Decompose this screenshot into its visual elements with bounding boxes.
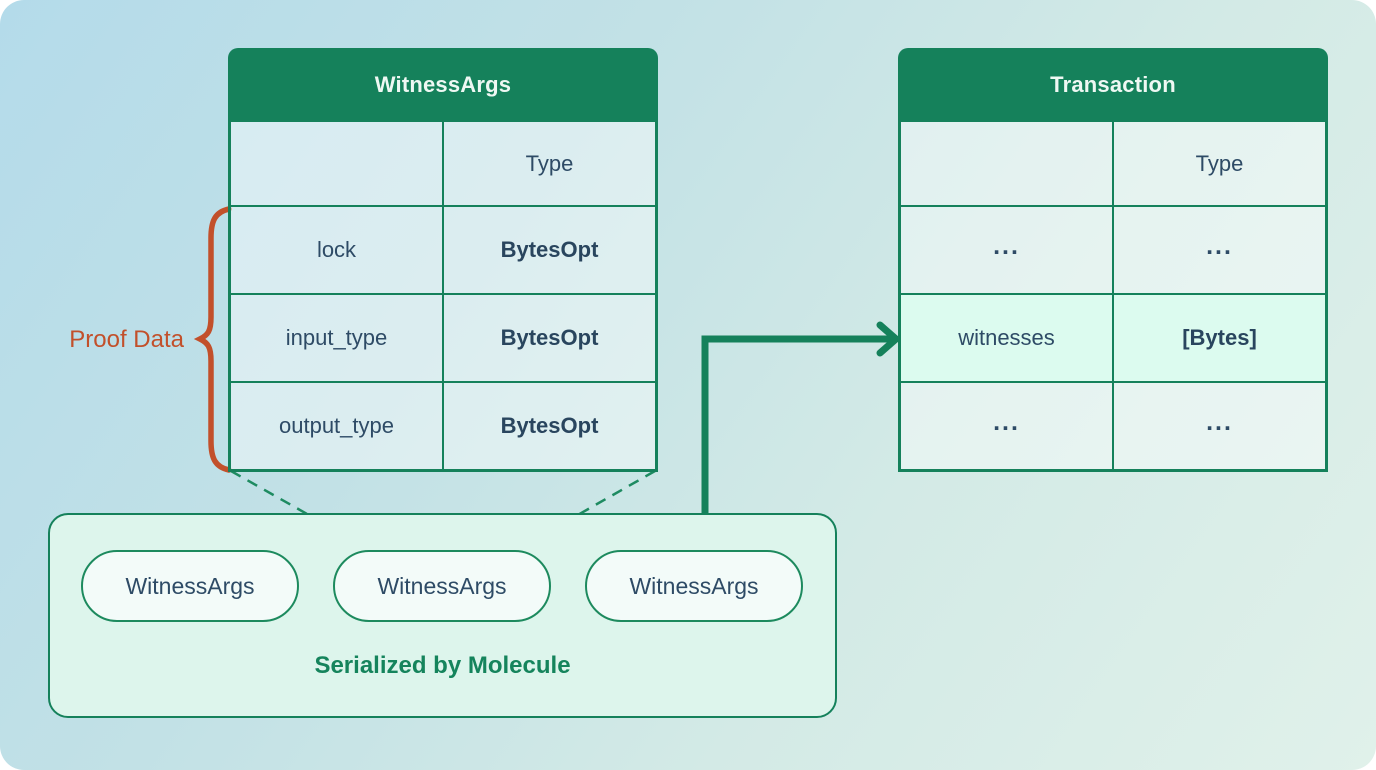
transaction-table-title: Transaction bbox=[898, 48, 1328, 121]
ellipsis-field-cell: ... bbox=[900, 382, 1113, 470]
witnesses-arrow-head bbox=[876, 321, 900, 357]
witness-args-pill: WitnessArgs bbox=[585, 550, 803, 622]
proof-data-brace bbox=[193, 206, 232, 473]
proof-data-label: Proof Data bbox=[69, 326, 184, 353]
witness-args-table-body: Type lock BytesOpt input_type BytesOpt o… bbox=[228, 121, 658, 472]
serialized-by-molecule-box: WitnessArgs WitnessArgs WitnessArgs Seri… bbox=[48, 513, 837, 718]
witness-args-pill: WitnessArgs bbox=[81, 550, 299, 622]
field-cell-witnesses: witnesses bbox=[900, 294, 1113, 382]
type-cell-witnesses: [Bytes] bbox=[1113, 294, 1326, 382]
transaction-table: Transaction Type ... ... witnesses [Byte… bbox=[898, 48, 1328, 472]
type-cell-lock: BytesOpt bbox=[443, 206, 656, 294]
type-column-header: Type bbox=[443, 121, 656, 206]
type-cell-output-type: BytesOpt bbox=[443, 382, 656, 470]
ellipsis-type-cell: ... bbox=[1113, 206, 1326, 294]
ellipsis-field-cell: ... bbox=[900, 206, 1113, 294]
empty-cell bbox=[900, 121, 1113, 206]
field-cell-input-type: input_type bbox=[230, 294, 443, 382]
serialized-by-molecule-caption: Serialized by Molecule bbox=[314, 652, 571, 679]
witness-args-pill: WitnessArgs bbox=[333, 550, 551, 622]
type-column-header: Type bbox=[1113, 121, 1326, 206]
field-cell-output-type: output_type bbox=[230, 382, 443, 470]
witnesses-arrow-line bbox=[701, 335, 893, 513]
ellipsis-type-cell: ... bbox=[1113, 382, 1326, 470]
witness-args-table: WitnessArgs Type lock BytesOpt input_typ… bbox=[228, 48, 658, 472]
empty-cell bbox=[230, 121, 443, 206]
field-cell-lock: lock bbox=[230, 206, 443, 294]
witness-args-table-title: WitnessArgs bbox=[228, 48, 658, 121]
type-cell-input-type: BytesOpt bbox=[443, 294, 656, 382]
transaction-table-body: Type ... ... witnesses [Bytes] ... ... bbox=[898, 121, 1328, 472]
